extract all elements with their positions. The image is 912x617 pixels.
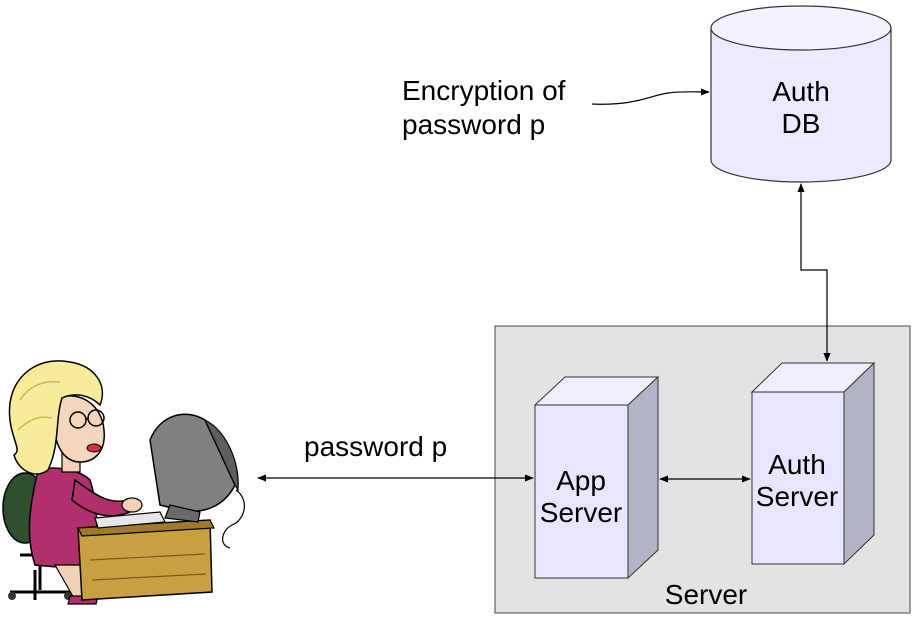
auth-server-db-connector	[797, 183, 831, 362]
app-server-label-line2: Server	[540, 497, 622, 528]
auth-server-label-line2: Server	[756, 481, 838, 512]
app-server-side-face	[627, 375, 659, 580]
auth-db-label-line1: Auth	[772, 76, 830, 107]
server-group-label: Server	[665, 579, 747, 610]
woman-at-computer-icon	[2, 360, 245, 605]
database-cylinder-icon: Auth DB	[710, 5, 892, 183]
password-link-label: password p	[304, 431, 447, 462]
auth-server-label-line1: Auth	[768, 449, 826, 480]
auth-db-label-line2: DB	[782, 108, 821, 139]
auth-server-side-face	[843, 361, 875, 566]
auth-server-front-face	[751, 391, 845, 565]
monitor	[149, 413, 236, 512]
app-server-box: App Server	[533, 375, 660, 580]
app-server-front-face	[534, 404, 629, 579]
encryption-label-line2: password p	[402, 109, 545, 140]
app-server-label-line1: App	[556, 465, 606, 496]
auth-db-top	[710, 5, 892, 51]
encryption-label-line1: Encryption of	[402, 75, 566, 106]
encryption-arrow	[591, 88, 710, 105]
auth-server-box: Auth Server	[750, 361, 876, 566]
auth-db-body	[710, 28, 892, 183]
woman-hair	[8, 360, 104, 475]
keyboard	[94, 511, 166, 529]
